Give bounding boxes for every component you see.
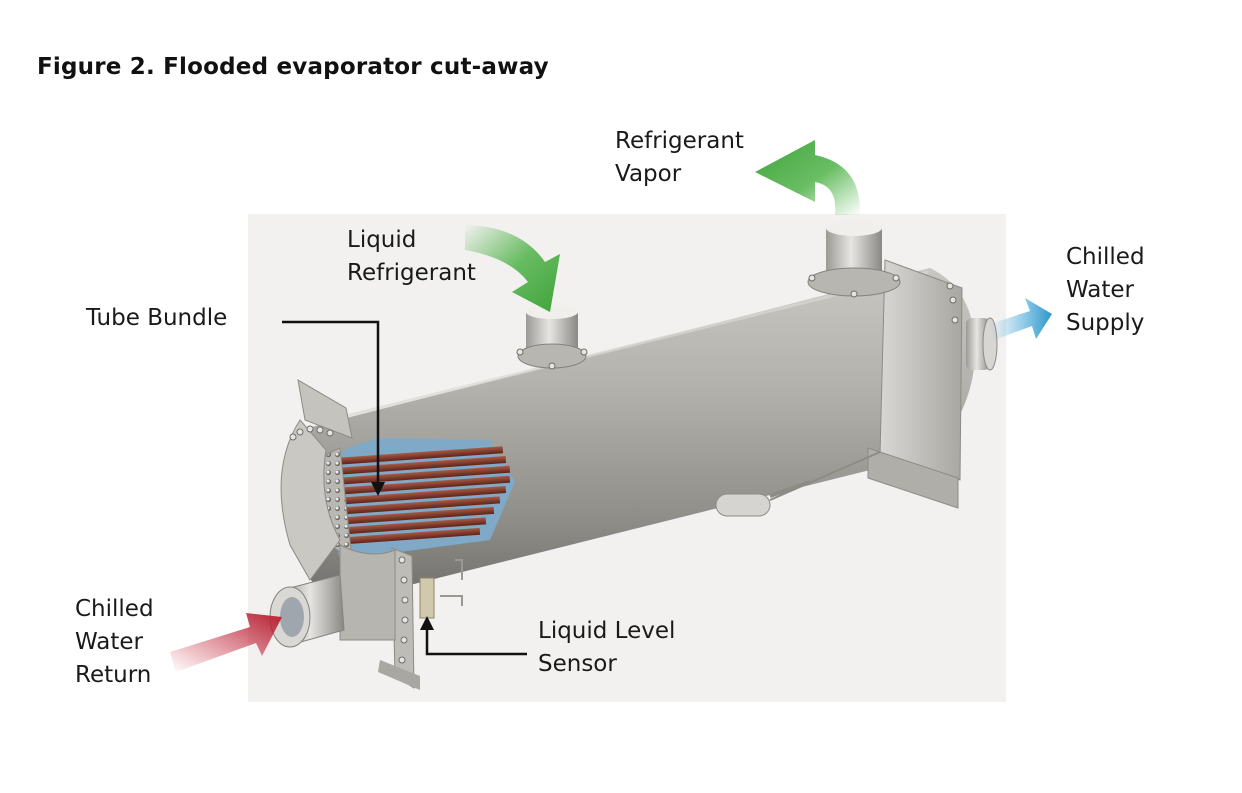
supply-nozzle xyxy=(966,317,998,371)
label-line: Refrigerant xyxy=(347,260,476,286)
level-sensor-leader-arrowhead xyxy=(420,616,434,630)
chilled-water-return-arrow xyxy=(170,613,282,672)
refrigerant-vapor-arrow xyxy=(755,140,861,215)
level-sensor-leader xyxy=(425,626,527,656)
float-assembly xyxy=(715,451,881,517)
label-refrigerant-vapor: Refrigerant Vapor xyxy=(615,125,744,191)
label-line: Liquid xyxy=(347,227,417,253)
right-foot xyxy=(867,447,959,509)
label-line: Chilled xyxy=(75,596,154,622)
left-foot xyxy=(378,660,420,690)
label-line: Chilled xyxy=(1066,244,1145,270)
tube-bundle-leader xyxy=(282,320,380,486)
label-line: Vapor xyxy=(615,161,682,187)
label-tube-bundle: Tube Bundle xyxy=(86,302,227,335)
figure-title: Figure 2. Flooded evaporator cut-away xyxy=(37,54,549,80)
label-liquid-refrigerant: Liquid Refrigerant xyxy=(347,224,476,290)
label-liquid-level-sensor: Liquid Level Sensor xyxy=(538,615,675,681)
liquid-refrigerant-arrow xyxy=(465,225,560,312)
label-line: Refrigerant xyxy=(615,128,744,154)
label-line: Sensor xyxy=(538,651,617,677)
label-line: Return xyxy=(75,662,152,688)
vapor-outlet-nozzle xyxy=(807,220,901,297)
label-line: Tube Bundle xyxy=(86,305,228,331)
tube-bundle-leader-arrowhead xyxy=(371,482,385,496)
label-chilled-water-supply: Chilled Water Supply xyxy=(1066,241,1145,340)
label-line: Liquid Level xyxy=(538,618,676,644)
label-chilled-water-return: Chilled Water Return xyxy=(75,593,154,692)
tube-bundle-cutaway xyxy=(311,438,515,561)
chilled-water-supply-arrow xyxy=(990,298,1052,340)
right-end-plate xyxy=(879,259,963,481)
flange-bolts xyxy=(289,274,959,664)
label-line: Water xyxy=(1066,277,1134,303)
return-nozzle xyxy=(269,574,345,648)
label-line: Water xyxy=(75,629,143,655)
label-line: Supply xyxy=(1066,310,1145,336)
liquid-inlet-nozzle xyxy=(517,305,587,369)
